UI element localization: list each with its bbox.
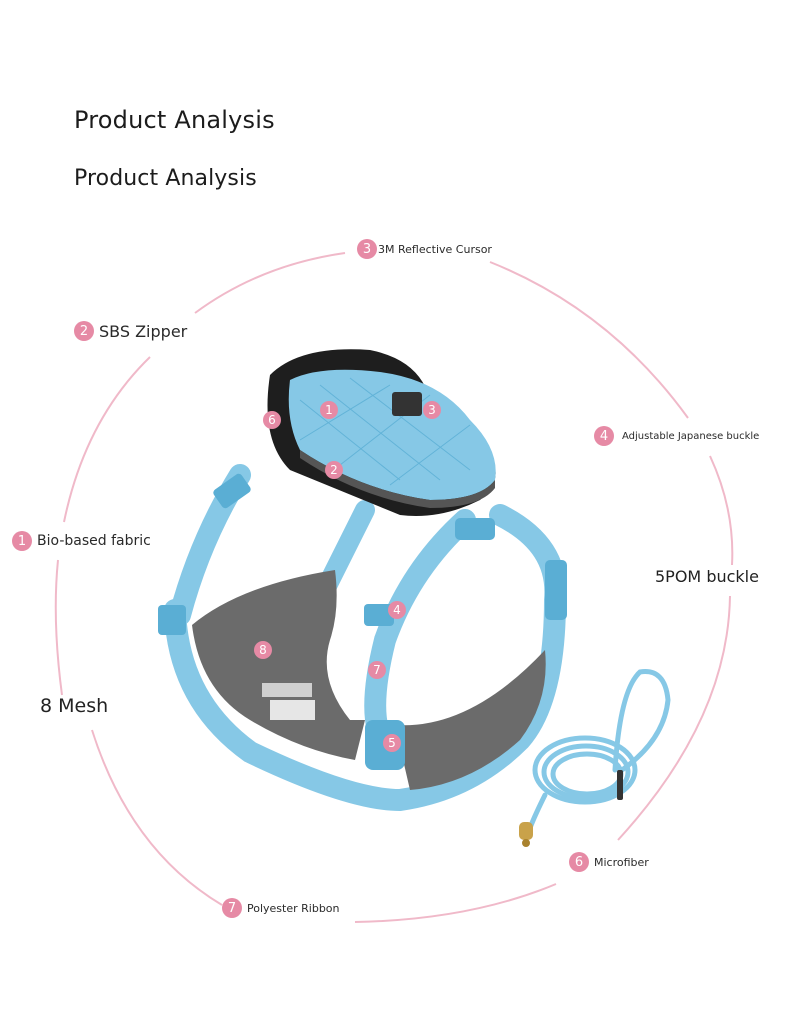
svg-text:8: 8 xyxy=(259,643,267,657)
pouch xyxy=(267,349,496,516)
callout-text: 3M Reflective Cursor xyxy=(378,242,492,256)
callout-number-badge: 2 xyxy=(74,321,94,341)
callout-number-badge: 6 xyxy=(569,852,589,872)
marker-8: 8 xyxy=(254,641,272,659)
page-title: Product Analysis xyxy=(74,106,275,134)
callout-polyester-ribbon: 7 Polyester Ribbon xyxy=(222,898,340,918)
callout-bio-based-fabric: 1 Bio-based fabric xyxy=(12,531,151,551)
callout-sbs-zipper: 2 SBS Zipper xyxy=(74,321,187,341)
callout-text: SBS Zipper xyxy=(99,321,188,341)
product-markers: 1 2 3 4 5 6 7 8 xyxy=(254,401,441,752)
callout-text: Adjustable Japanese buckle xyxy=(622,430,760,442)
marker-7: 7 xyxy=(368,661,386,679)
marker-6: 6 xyxy=(263,411,281,429)
svg-text:6: 6 xyxy=(268,413,276,427)
callout-5pom-buckle: 5POM buckle xyxy=(655,567,759,586)
callout-number-badge: 1 xyxy=(12,531,32,551)
harness xyxy=(158,464,567,812)
svg-text:7: 7 xyxy=(373,663,381,677)
marker-2: 2 xyxy=(325,461,343,479)
svg-text:2: 2 xyxy=(330,463,338,477)
marker-5: 5 xyxy=(383,734,401,752)
callout-8-mesh: 8 Mesh xyxy=(40,695,108,717)
leash-clip-icon xyxy=(519,770,623,847)
svg-text:4: 4 xyxy=(393,603,401,617)
callout-microfiber: 6 Microfiber xyxy=(569,852,649,872)
svg-text:5: 5 xyxy=(388,736,396,750)
marker-1: 1 xyxy=(320,401,338,419)
svg-text:1: 1 xyxy=(325,403,333,417)
callout-number-badge: 4 xyxy=(594,426,614,446)
callout-text: Microfiber xyxy=(594,855,649,869)
marker-3: 3 xyxy=(423,401,441,419)
callout-number-badge: 7 xyxy=(222,898,242,918)
callout-text: Bio-based fabric xyxy=(37,533,151,549)
callout-number-badge: 3 xyxy=(357,239,377,259)
callout-adjustable-japanese-buckle: 4 Adjustable Japanese buckle xyxy=(594,426,759,446)
orbit-circle xyxy=(54,252,734,923)
callout-text: Polyester Ribbon xyxy=(247,901,340,915)
callout-3m-reflective-cursor: 3 3M Reflective Cursor xyxy=(357,239,492,259)
callout-text: 8 Mesh xyxy=(40,695,109,717)
callout-text: 5POM buckle xyxy=(655,567,759,586)
page-subtitle: Product Analysis xyxy=(74,166,257,191)
logo-tag-icon xyxy=(392,392,422,416)
svg-text:3: 3 xyxy=(428,403,436,417)
marker-4: 4 xyxy=(388,601,406,619)
